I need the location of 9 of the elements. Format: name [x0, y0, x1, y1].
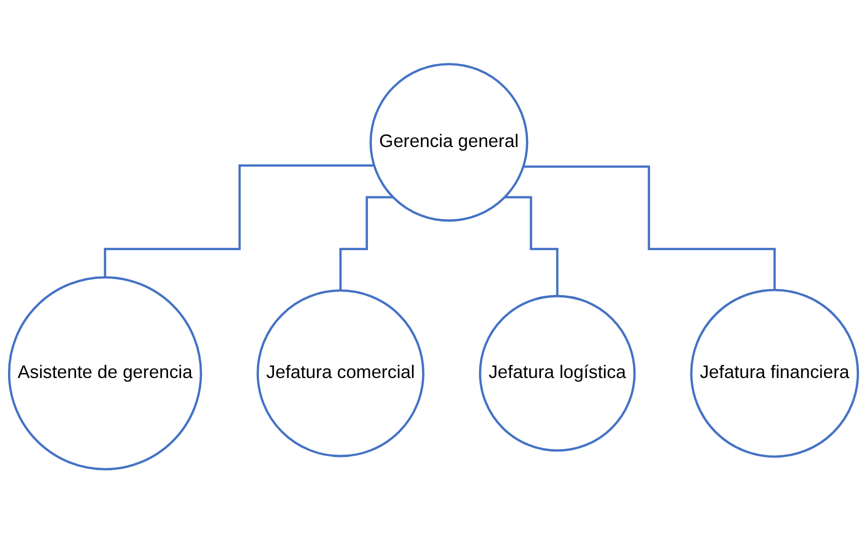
connector	[104, 164, 374, 278]
connector	[523, 165, 776, 291]
node-circle: Jefatura comercial	[256, 289, 424, 458]
connector	[504, 196, 558, 298]
node-circle: Asistente de gerencia	[8, 276, 202, 470]
connector	[339, 196, 394, 292]
node-circle: Gerencia general	[370, 62, 528, 222]
node-circle: Jefatura logística	[478, 294, 636, 452]
node-circle: Jefatura financiera	[690, 288, 860, 458]
